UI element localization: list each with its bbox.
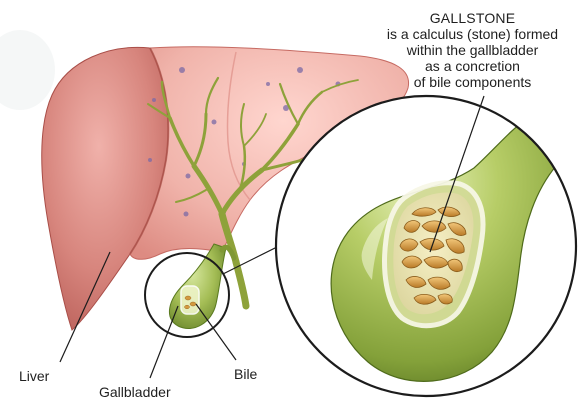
bile-label: Bile — [234, 366, 257, 382]
gallstone-description-line: is a calculus (stone) formed — [370, 26, 575, 42]
liver-left-lobe — [42, 47, 169, 330]
enlarged-cystic-duct — [520, 94, 582, 136]
gallstone-description-line: as a concretion — [370, 58, 575, 74]
gallstone-description-line: within the gallbladder — [370, 42, 575, 58]
gallstone-description-line: of bile components — [370, 74, 575, 90]
bile-leader-line — [196, 304, 236, 360]
gallbladder-window — [181, 286, 199, 314]
gallbladder-body — [169, 244, 226, 329]
gallbladder-label: Gallbladder — [99, 384, 171, 400]
gallstone-title: GALLSTONE — [370, 10, 575, 26]
enlarged-gallbladder-view — [276, 94, 582, 396]
gallstone-description: is a calculus (stone) formed within the … — [370, 26, 575, 90]
liver-label: Liver — [19, 368, 49, 384]
gallbladder-leader-line — [150, 306, 178, 378]
